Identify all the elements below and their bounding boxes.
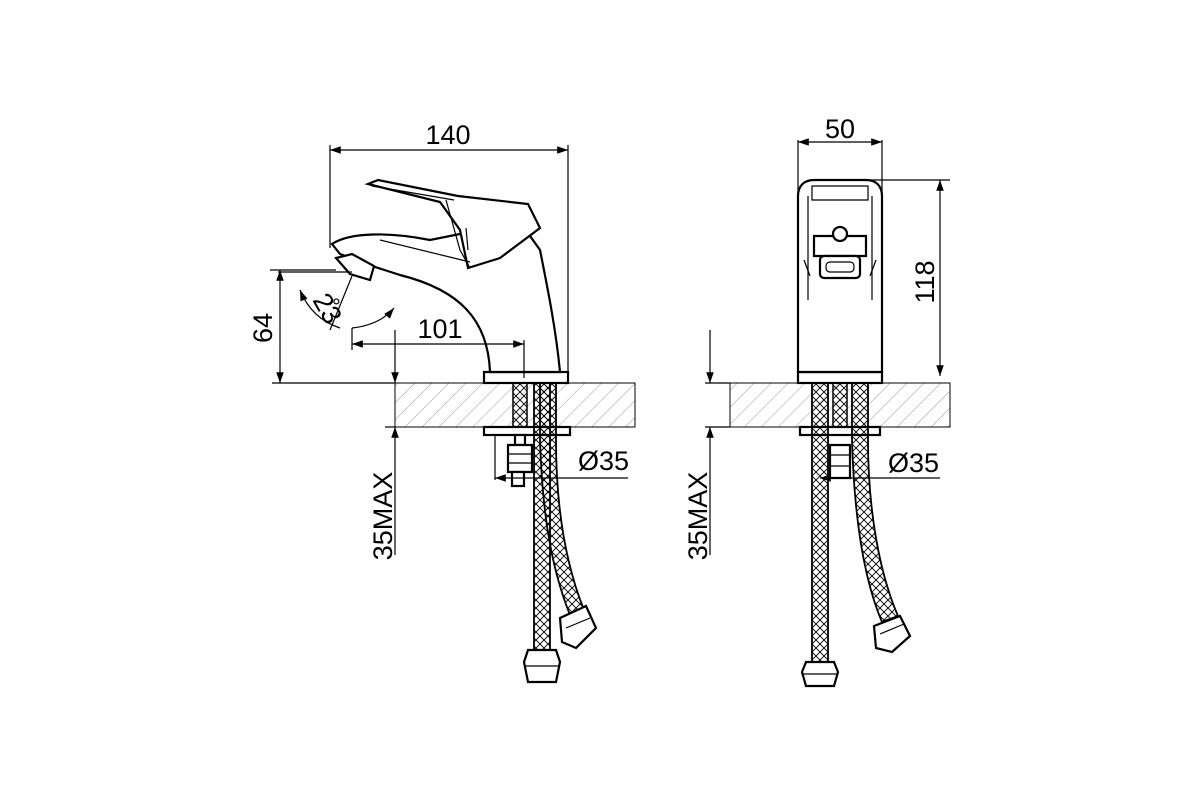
degree-symbol: ° bbox=[332, 294, 341, 319]
spout-height-label: 64 bbox=[248, 313, 278, 343]
mounting-hardware-side bbox=[482, 382, 572, 488]
mounting-hardware-front bbox=[798, 382, 882, 480]
faucet-body-side bbox=[330, 178, 570, 385]
spout-angle-value: 23 bbox=[307, 288, 348, 329]
front-view: 50 118 35MAX Ø35 bbox=[683, 114, 951, 688]
spout-reach-label: 101 bbox=[417, 314, 462, 344]
braided-hoses-front bbox=[800, 382, 912, 688]
side-view: 140 64 23 ° 101 35MAX Ø35 bbox=[248, 120, 636, 684]
front-height-label: 118 bbox=[910, 260, 940, 303]
braided-hoses-side bbox=[522, 382, 598, 684]
front-max-thickness-label: 35MAX bbox=[683, 472, 713, 561]
front-hole-diameter-label: Ø35 bbox=[888, 448, 939, 478]
max-thickness-label: 35MAX bbox=[368, 472, 398, 561]
hole-diameter-label: Ø35 bbox=[578, 446, 629, 476]
front-width-label: 50 bbox=[825, 114, 855, 144]
width-dimension-label: 140 bbox=[425, 120, 470, 150]
faucet-body-front bbox=[796, 178, 884, 385]
spout-angle-label: 23 bbox=[307, 288, 348, 329]
